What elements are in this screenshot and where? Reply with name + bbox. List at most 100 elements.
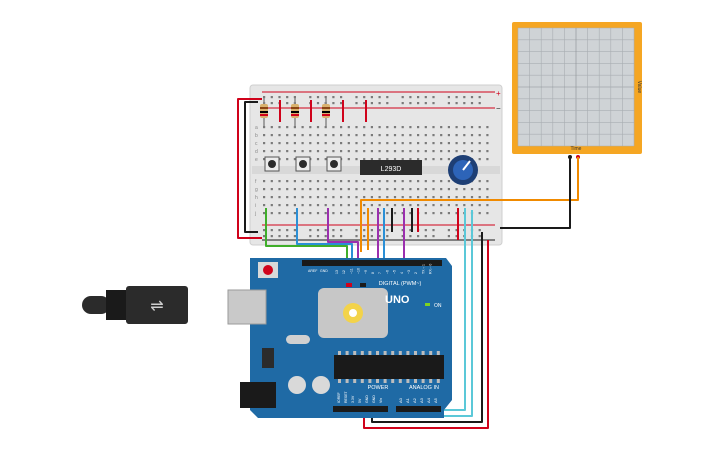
breadboard-hole[interactable] [340, 134, 343, 137]
breadboard-hole[interactable] [470, 150, 474, 153]
breadboard-hole[interactable] [324, 126, 327, 129]
breadboard-hole[interactable] [347, 134, 350, 137]
rail-hole[interactable] [386, 102, 389, 105]
breadboard-hole[interactable] [316, 188, 320, 191]
breadboard-hole[interactable] [486, 142, 489, 145]
rail-hole[interactable] [470, 102, 474, 105]
breadboard-hole[interactable] [278, 126, 281, 129]
breadboard-hole[interactable] [332, 126, 335, 129]
rail-hole[interactable] [363, 96, 366, 99]
breadboard-hole[interactable] [340, 212, 343, 215]
breadboard-hole[interactable] [332, 180, 335, 183]
breadboard-hole[interactable] [463, 134, 466, 137]
breadboard-hole[interactable] [455, 134, 458, 137]
breadboard-hole[interactable] [393, 180, 397, 183]
rail-hole[interactable] [332, 235, 335, 238]
breadboard-hole[interactable] [286, 212, 289, 215]
breadboard-hole[interactable] [355, 150, 358, 153]
rail-hole[interactable] [340, 229, 343, 232]
breadboard-hole[interactable] [270, 204, 273, 207]
breadboard-hole[interactable] [293, 204, 296, 207]
rail-hole[interactable] [463, 102, 466, 105]
rail-hole[interactable] [263, 229, 266, 232]
breadboard-hole[interactable] [432, 212, 435, 215]
breadboard-hole[interactable] [370, 126, 373, 129]
breadboard-hole[interactable] [401, 180, 404, 183]
breadboard-hole[interactable] [301, 188, 304, 191]
wire-cyan-a1[interactable] [438, 210, 473, 417]
breadboard-hole[interactable] [424, 134, 427, 137]
breadboard-hole[interactable] [286, 180, 289, 183]
breadboard-hole[interactable] [393, 142, 397, 145]
rail-hole[interactable] [263, 96, 266, 99]
rail-hole[interactable] [332, 96, 335, 99]
breadboard-hole[interactable] [316, 180, 320, 183]
breadboard-hole[interactable] [263, 188, 266, 191]
breadboard-hole[interactable] [263, 180, 266, 183]
breadboard-hole[interactable] [478, 126, 481, 129]
breadboard-hole[interactable] [417, 204, 420, 207]
rail-hole[interactable] [478, 235, 481, 238]
rail-hole[interactable] [409, 229, 412, 232]
breadboard-hole[interactable] [278, 188, 281, 191]
breadboard-hole[interactable] [347, 158, 350, 161]
rail-hole[interactable] [478, 102, 481, 105]
breadboard-hole[interactable] [432, 158, 435, 161]
breadboard-hole[interactable] [293, 196, 296, 199]
usb-connector[interactable] [126, 286, 188, 324]
breadboard-hole[interactable] [447, 142, 450, 145]
breadboard-hole[interactable] [355, 212, 358, 215]
wire-orange-probe[interactable] [360, 157, 579, 252]
breadboard-hole[interactable] [324, 150, 327, 153]
breadboard-hole[interactable] [316, 142, 320, 145]
rail-hole[interactable] [447, 96, 450, 99]
breadboard-hole[interactable] [286, 150, 289, 153]
breadboard-hole[interactable] [478, 212, 481, 215]
breadboard-hole[interactable] [417, 150, 420, 153]
breadboard-hole[interactable] [293, 134, 296, 137]
breadboard-hole[interactable] [309, 134, 312, 137]
breadboard-hole[interactable] [432, 188, 435, 191]
breadboard-hole[interactable] [424, 158, 427, 161]
breadboard-hole[interactable] [447, 134, 450, 137]
breadboard-hole[interactable] [440, 180, 443, 183]
breadboard-hole[interactable] [386, 196, 389, 199]
breadboard-hole[interactable] [370, 150, 373, 153]
breadboard-hole[interactable] [340, 126, 343, 129]
motor-driver-chip[interactable]: L293D [360, 160, 422, 175]
rail-hole[interactable] [355, 96, 358, 99]
breadboard-hole[interactable] [324, 158, 327, 161]
breadboard-hole[interactable] [270, 180, 273, 183]
breadboard-hole[interactable] [263, 142, 266, 145]
rail-hole[interactable] [417, 102, 420, 105]
rail-hole[interactable] [424, 96, 427, 99]
breadboard-hole[interactable] [293, 150, 296, 153]
breadboard-hole[interactable] [447, 158, 450, 161]
breadboard-hole[interactable] [286, 188, 289, 191]
rail-hole[interactable] [432, 96, 435, 99]
rail-hole[interactable] [286, 96, 289, 99]
breadboard-hole[interactable] [463, 150, 466, 153]
rail-hole[interactable] [309, 96, 312, 99]
breadboard-hole[interactable] [417, 142, 420, 145]
breadboard-hole[interactable] [393, 212, 397, 215]
rail-hole[interactable] [432, 235, 435, 238]
breadboard-hole[interactable] [324, 134, 327, 137]
rail-hole[interactable] [324, 229, 327, 232]
breadboard-hole[interactable] [424, 126, 427, 129]
breadboard-hole[interactable] [386, 142, 389, 145]
rail-hole[interactable] [378, 235, 381, 238]
breadboard-hole[interactable] [340, 150, 343, 153]
breadboard-hole[interactable] [263, 212, 266, 215]
breadboard-hole[interactable] [417, 180, 420, 183]
breadboard-hole[interactable] [393, 204, 397, 207]
breadboard-hole[interactable] [486, 150, 489, 153]
rail-hole[interactable] [355, 102, 358, 105]
rail-hole[interactable] [293, 229, 296, 232]
breadboard-hole[interactable] [324, 196, 327, 199]
breadboard-hole[interactable] [486, 134, 489, 137]
breadboard-hole[interactable] [370, 196, 373, 199]
rail-hole[interactable] [478, 96, 481, 99]
rail-hole[interactable] [401, 235, 404, 238]
breadboard-hole[interactable] [409, 134, 412, 137]
